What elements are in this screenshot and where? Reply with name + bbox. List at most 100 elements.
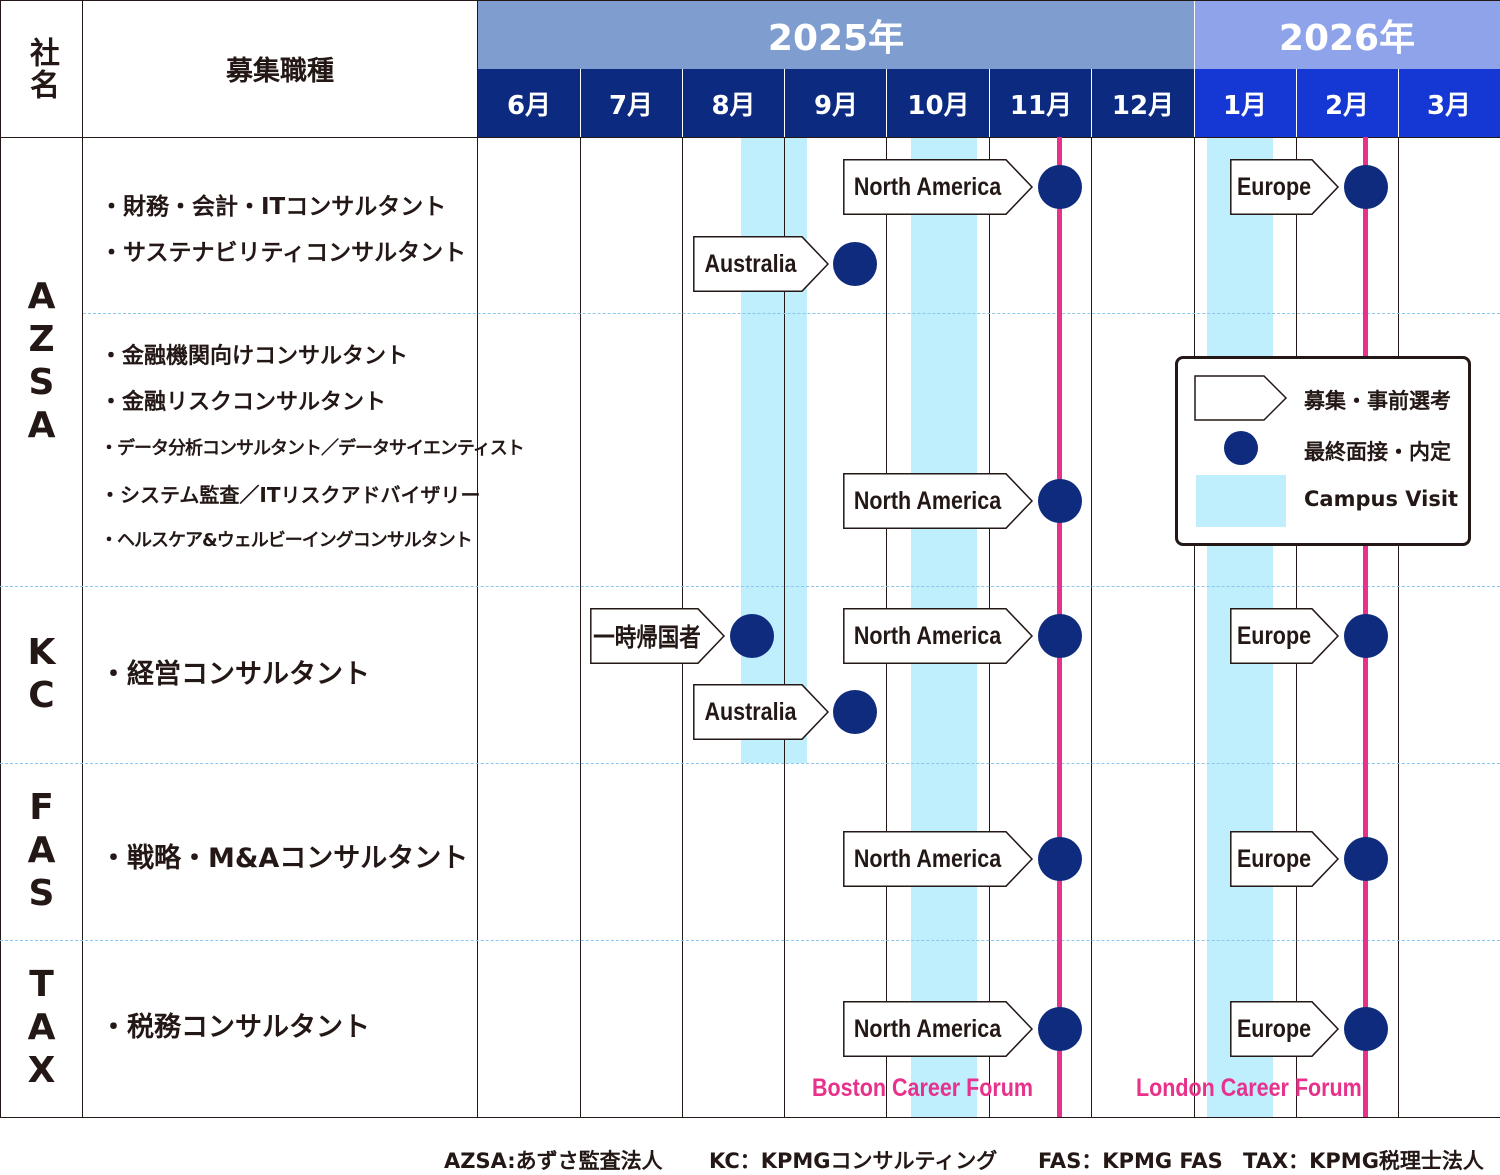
application-flag: Australia	[693, 236, 830, 292]
year-2026-label: 2026年	[1278, 17, 1416, 59]
year-2025-label: 2025年	[767, 17, 905, 59]
month-divider	[1091, 69, 1092, 137]
flag-label: North America	[853, 621, 1002, 650]
final-interview-dot	[1344, 837, 1388, 881]
application-flag: North America	[843, 608, 1034, 664]
month-header-dec: 12月	[1092, 69, 1194, 137]
flag-arrow-shape	[1230, 159, 1340, 215]
company-tax-label: TAX	[21, 964, 62, 1093]
role-item: ・経営コンサルタント	[100, 659, 370, 690]
company-header: 社名	[0, 0, 82, 137]
month-label: 11月	[1009, 90, 1073, 121]
flag-label: Australia	[704, 249, 797, 278]
footnote-tax: TAX：KPMG税理士法人	[1243, 1149, 1484, 1173]
legend-final-dot-icon	[1224, 431, 1258, 465]
role-item: ・税務コンサルタント	[100, 1012, 370, 1043]
flag-arrow-shape	[1230, 1001, 1340, 1057]
application-flag: North America	[843, 159, 1034, 215]
grid-line	[1091, 137, 1092, 1117]
boston-career-forum-label: Boston Career Forum	[812, 1074, 1034, 1102]
role-item: ・金融リスクコンサルタント	[100, 390, 387, 415]
final-interview-dot	[1038, 165, 1082, 209]
legend-campus-visit-label: Campus Visit	[1304, 487, 1459, 511]
final-interview-dot	[1344, 614, 1388, 658]
month-label: 10月	[907, 90, 970, 121]
application-flag: Australia	[693, 684, 830, 740]
role-item: ・システム監査／ITリスクアドバイザリー	[100, 483, 481, 507]
month-header-nov: 11月	[990, 69, 1092, 137]
month-label: 8月	[711, 90, 756, 121]
row-divider-dashed	[0, 763, 1500, 764]
flag-arrow-shape	[843, 159, 1034, 215]
application-flag: Europe	[1230, 1001, 1340, 1057]
grid-line	[1398, 137, 1399, 1117]
month-divider	[1398, 69, 1399, 137]
grid-line	[477, 0, 478, 1117]
flag-arrow-shape	[843, 608, 1034, 664]
row-divider-dashed	[0, 586, 1500, 587]
grid-line	[82, 0, 83, 1117]
month-header-jan: 1月	[1194, 69, 1296, 137]
outer-top-border	[0, 0, 1500, 1]
application-flag: North America	[843, 473, 1034, 529]
month-label: 3月	[1426, 90, 1472, 121]
flag-arrow-shape	[590, 608, 726, 664]
application-flag: North America	[843, 831, 1034, 887]
flag-label: North America	[853, 1014, 1002, 1043]
outer-bottom-border	[0, 1117, 1500, 1118]
month-label: 9月	[813, 90, 859, 121]
flag-label: Europe	[1236, 621, 1312, 650]
kc-roles: ・経営コンサルタント	[100, 653, 370, 697]
row-divider-dashed	[0, 940, 1500, 941]
final-interview-dot	[1344, 1007, 1388, 1051]
legend-final-interview-label: 最終面接・内定	[1304, 440, 1451, 464]
month-header-aug: 8月	[682, 69, 785, 137]
roles-header-label: 募集職種	[226, 56, 334, 87]
campus-visit-band-aug	[741, 137, 807, 763]
application-flag: Europe	[1230, 608, 1340, 664]
month-divider	[1296, 69, 1297, 137]
company-kc-label: KC	[21, 631, 62, 718]
month-header-sep: 9月	[785, 69, 887, 137]
month-label: 2月	[1324, 90, 1370, 121]
month-divider	[1194, 0, 1195, 137]
final-interview-dot	[1038, 837, 1082, 881]
company-header-label: 社名	[24, 36, 59, 101]
company-fas: FAS	[0, 763, 82, 940]
month-divider	[682, 69, 683, 137]
final-interview-dot	[1344, 165, 1388, 209]
header-bottom-border	[0, 137, 1500, 138]
month-divider	[886, 69, 887, 137]
month-label: 1月	[1222, 90, 1268, 121]
final-interview-dot	[1038, 614, 1082, 658]
flag-label: North America	[853, 172, 1002, 201]
flag-arrow-shape	[843, 831, 1034, 887]
legend: 募集・事前選考 最終面接・内定 Campus Visit	[1175, 356, 1471, 546]
roles-header: 募集職種	[82, 0, 478, 137]
footnote-fas: FAS：KPMG FAS	[1038, 1149, 1223, 1173]
role-item: ・ヘルスケア&ウェルビーイングコンサルタント	[100, 530, 473, 551]
month-divider	[989, 69, 990, 137]
flag-arrow-shape	[1230, 608, 1340, 664]
company-azsa: AZSA	[0, 137, 82, 586]
month-label: 12月	[1111, 90, 1175, 121]
flag-arrow-shape	[843, 1001, 1034, 1057]
role-item: ・財務・会計・ITコンサルタント	[100, 194, 447, 220]
company-azsa-label: AZSA	[21, 275, 62, 448]
application-flag: North America	[843, 1001, 1034, 1057]
london-career-forum-label: London Career Forum	[1136, 1074, 1362, 1102]
company-fas-label: FAS	[21, 787, 62, 916]
company-tax: TAX	[0, 940, 82, 1117]
flag-label: Europe	[1236, 1014, 1312, 1043]
azsa-roles-group-2: ・金融機関向けコンサルタント ・金融リスクコンサルタント ・データ分析コンサルタ…	[100, 334, 525, 564]
role-item: ・戦略・M&Aコンサルタント	[100, 843, 469, 874]
outer-left-border	[0, 0, 1, 1117]
flag-label: Europe	[1236, 844, 1312, 873]
footnote-kc: KC：KPMGコンサルティング	[709, 1149, 998, 1173]
row-divider-dashed	[83, 313, 1500, 314]
fas-roles: ・戦略・M&Aコンサルタント	[100, 837, 468, 881]
application-flag: 一時帰国者	[590, 608, 726, 664]
flag-arrow-shape	[693, 684, 830, 740]
month-header-jun: 6月	[478, 69, 580, 137]
